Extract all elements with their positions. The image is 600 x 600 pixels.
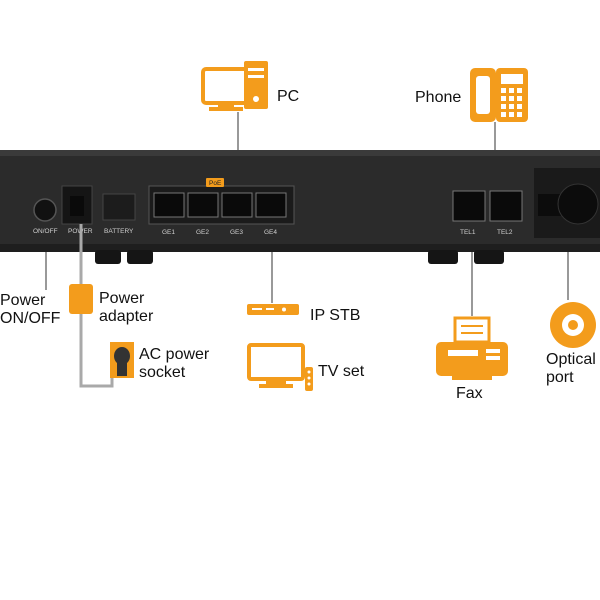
optical-label-line1: Optical [546, 351, 596, 368]
device-bottom-edge [0, 244, 600, 252]
ac-socket-label-line1: AC power [139, 346, 210, 363]
tv-label: TV set [318, 363, 365, 380]
device-feet [95, 250, 504, 264]
power-switch-label-line2: ON/OFF [0, 310, 61, 327]
label-ge3: GE3 [230, 229, 243, 236]
phone-label: Phone [415, 89, 461, 106]
ge-port-group: PoE GE1 GE2 GE3 GE4 [148, 178, 295, 236]
power-adapter-icon [69, 284, 93, 314]
fax-label: Fax [456, 385, 483, 402]
battery-port[interactable] [102, 193, 136, 221]
label-battery: BATTERY [104, 228, 134, 235]
tel-port-group: TEL1 TEL2 [452, 190, 523, 236]
power-switch-label-line1: Power [0, 292, 46, 309]
tel2-port[interactable] [489, 190, 523, 222]
label-tel2: TEL2 [497, 229, 513, 236]
ont-device: ON/OFF POWER BATTERY PoE GE1 GE2 GE3 GE4… [0, 150, 600, 264]
label-tel1: TEL1 [460, 229, 476, 236]
poe-label: PoE [209, 180, 222, 187]
pc-label: PC [277, 88, 299, 105]
label-onoff: ON/OFF [33, 228, 58, 235]
device-optical-port[interactable] [534, 168, 600, 238]
ge4-port[interactable] [255, 192, 287, 218]
ge2-port[interactable] [187, 192, 219, 218]
ac-socket-icon [110, 342, 134, 378]
ge1-port[interactable] [153, 192, 185, 218]
fax-icon [436, 316, 508, 380]
ge3-port[interactable] [221, 192, 253, 218]
ac-socket-label-line2: socket [139, 364, 186, 381]
power-adapter-label-line1: Power [99, 290, 145, 307]
ip-stb-label: IP STB [310, 307, 360, 324]
tv-icon [247, 343, 313, 391]
device-top-edge [0, 150, 600, 156]
pc-icon [201, 61, 268, 111]
poe-badge [206, 178, 224, 187]
label-ge2: GE2 [196, 229, 209, 236]
phone-icon [470, 68, 528, 122]
power-switch[interactable] [33, 198, 57, 222]
label-ge4: GE4 [264, 229, 277, 236]
optical-label-line2: port [546, 369, 574, 386]
optical-port-icon [550, 302, 596, 348]
tel1-port[interactable] [452, 190, 486, 222]
power-adapter-label-line2: adapter [99, 308, 154, 325]
set-top-box-icon [247, 304, 299, 315]
device-body [0, 150, 600, 252]
label-ge1: GE1 [162, 229, 175, 236]
